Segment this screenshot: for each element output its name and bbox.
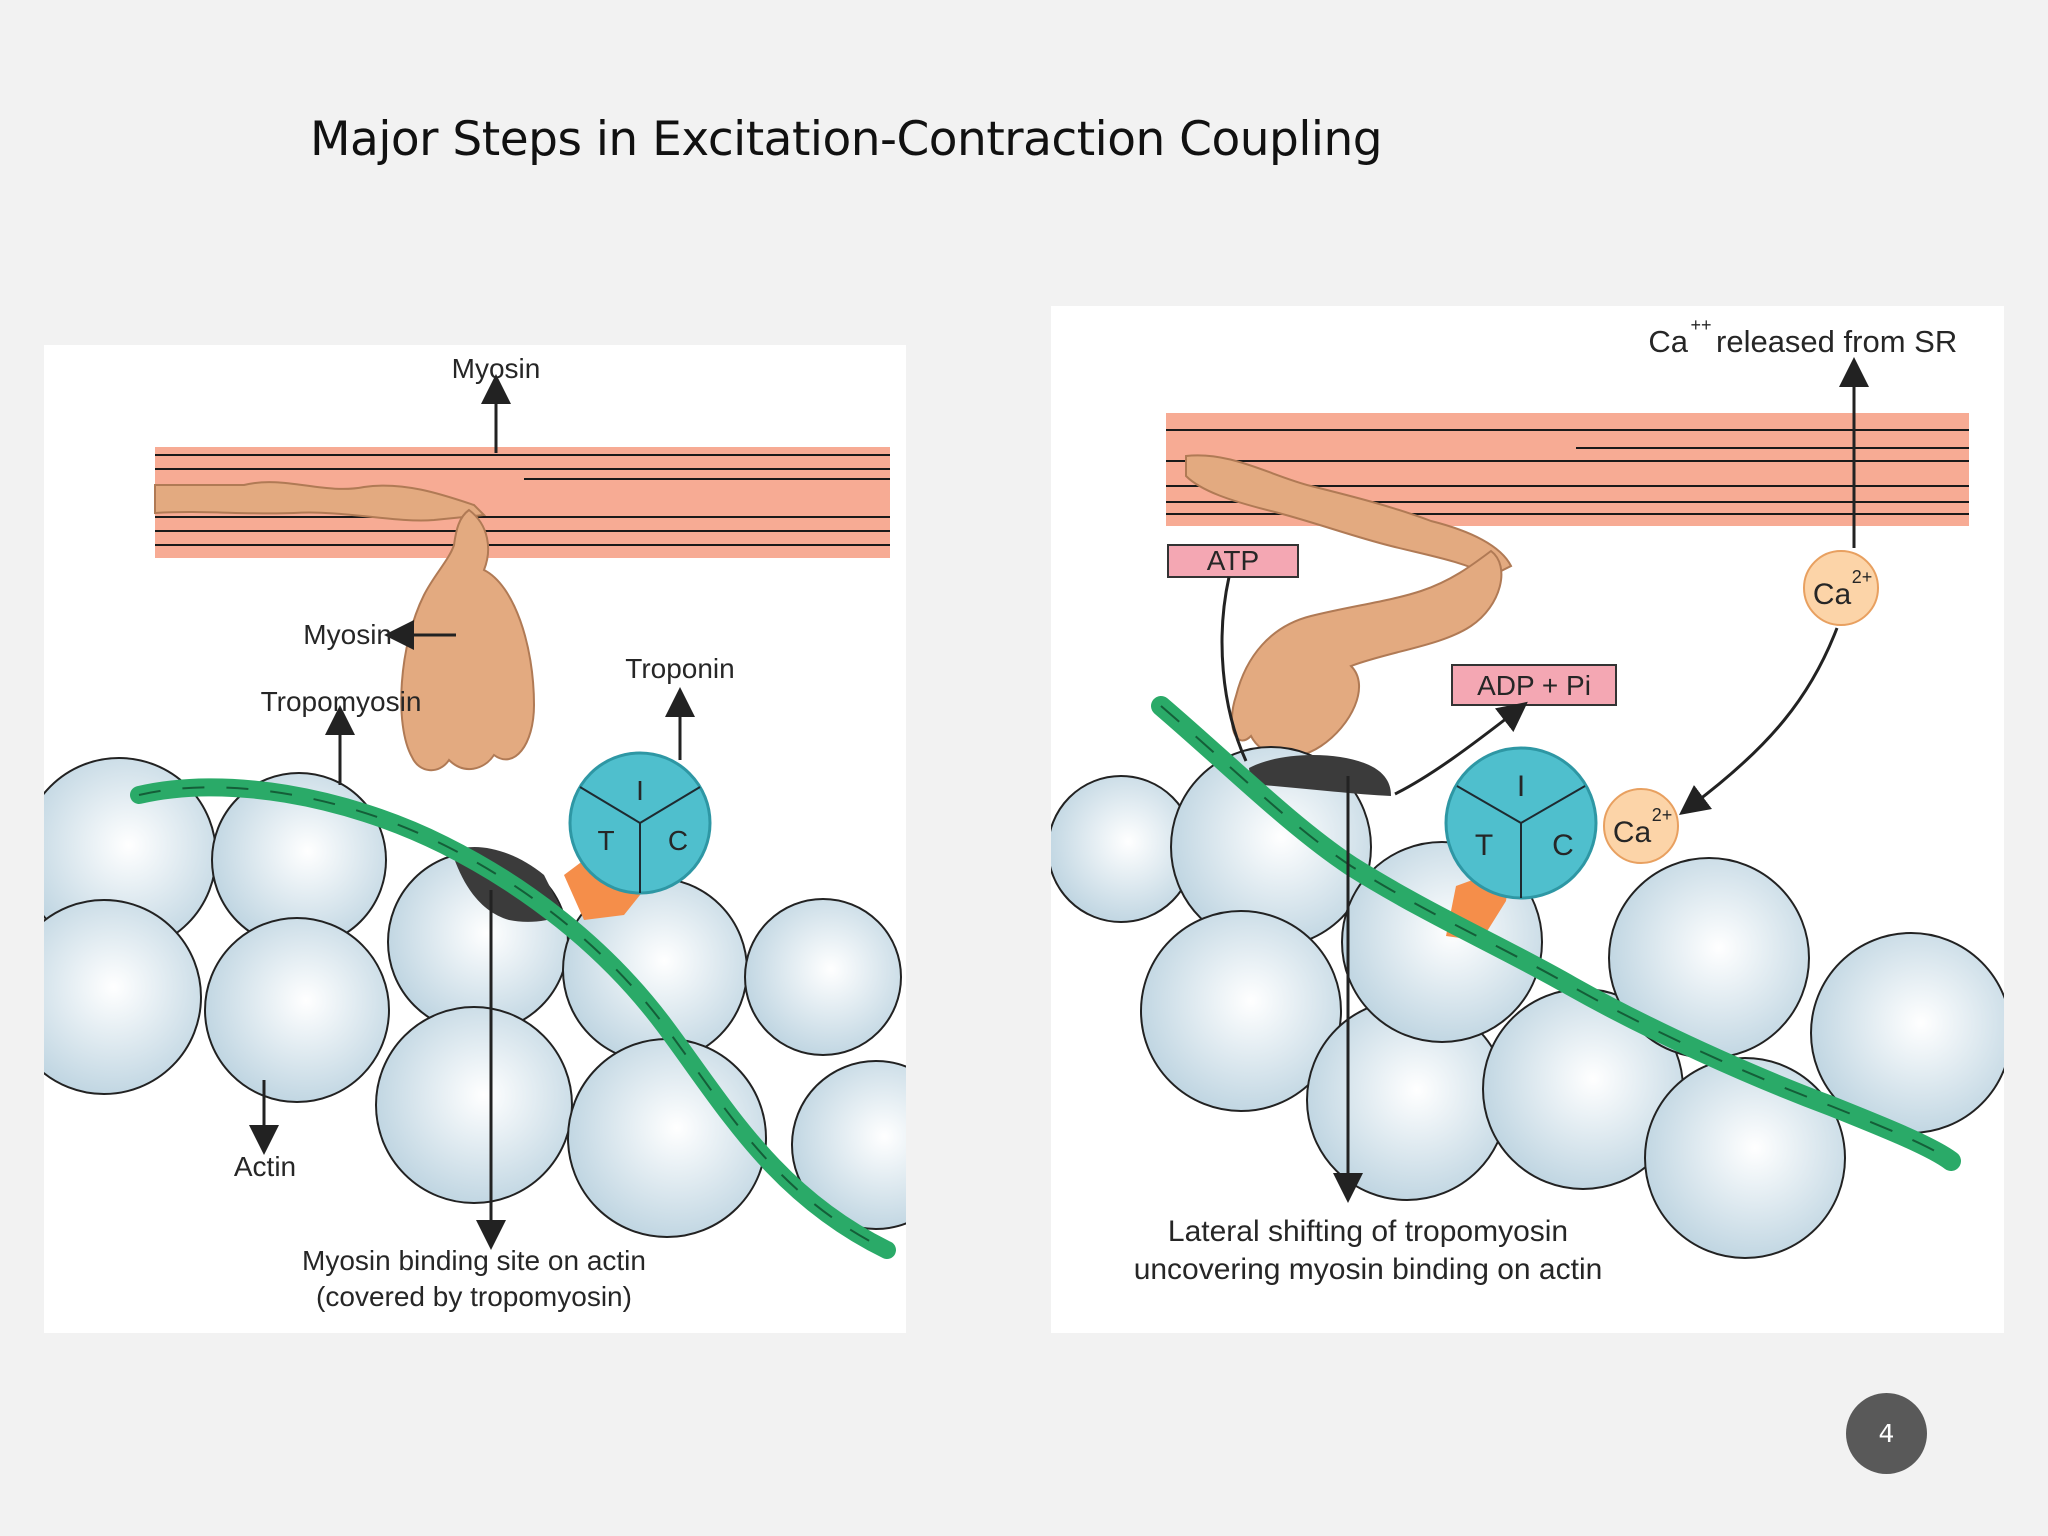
slide-title: Major Steps in Excitation-Contraction Co… xyxy=(310,112,1383,167)
actin-monomer xyxy=(44,899,202,1095)
actin-filament xyxy=(1051,746,2004,1259)
actin-label: Actin xyxy=(234,1151,296,1182)
atp-arrow xyxy=(1220,576,1248,762)
actin-monomer xyxy=(791,1060,906,1230)
myosin-top-label: Myosin xyxy=(452,353,541,384)
adp-pi-label: ADP + Pi xyxy=(1477,670,1591,701)
adp-pi-arrow xyxy=(1394,701,1528,796)
actin-monomer xyxy=(375,1006,573,1204)
calcium-symbol: Ca xyxy=(1613,816,1652,849)
lateral-shift-label-line2: uncovering myosin binding on actin xyxy=(1134,1253,1603,1286)
actin-monomer xyxy=(1140,910,1342,1112)
calcium-symbol: Ca xyxy=(1813,578,1852,611)
lateral-shift-label-line1: Lateral shifting of tropomyosin xyxy=(1168,1215,1568,1248)
tropomyosin-strand xyxy=(1151,696,1961,1171)
tropomyosin-strand xyxy=(130,778,896,1259)
ca-released-symbol: Ca xyxy=(1648,324,1688,359)
troponin-complex: I T C xyxy=(1444,746,1598,900)
atp-box: ATP xyxy=(1167,544,1299,578)
calcium-ion-upper: Ca 2+ xyxy=(1803,550,1879,626)
myosin-head-label: Myosin xyxy=(303,619,392,650)
troponin-c-label: C xyxy=(1552,829,1574,862)
troponin-label: Troponin xyxy=(625,653,734,684)
actin-monomer xyxy=(744,898,902,1056)
myosin-head xyxy=(1185,454,1513,758)
binding-site-label-line1: Myosin binding site on actin xyxy=(302,1245,646,1276)
actin-monomer xyxy=(204,917,390,1103)
page-number-badge: 4 xyxy=(1846,1393,1927,1474)
adp-pi-box: ADP + Pi xyxy=(1451,664,1617,706)
troponin-i-label: I xyxy=(636,775,644,806)
troponin-complex: I T C xyxy=(568,751,712,895)
atp-label: ATP xyxy=(1207,545,1259,576)
diagram-right: I T C ATP ADP + Pi Ca 2+ Ca 2+ Ca ++ rel… xyxy=(1051,315,2004,1286)
calcium-charge: 2+ xyxy=(1652,805,1673,825)
ca-binding-arrow xyxy=(1679,627,1839,816)
actin-monomer xyxy=(1644,1057,1846,1259)
troponin-c-label: C xyxy=(668,825,688,856)
panel-covered-binding-site: I T C Myosin Myosin Troponin Tropomyosin… xyxy=(44,345,906,1333)
troponin-t-label: T xyxy=(597,825,614,856)
ca-released-label: released from SR xyxy=(1716,324,1957,359)
myosin-head xyxy=(400,508,536,772)
ca-released-charge: ++ xyxy=(1690,315,1711,335)
panel-uncovered-binding-site: I T C ATP ADP + Pi Ca 2+ Ca 2+ Ca ++ rel… xyxy=(1051,306,2004,1333)
myosin-thick-filament xyxy=(154,447,890,558)
calcium-charge: 2+ xyxy=(1852,567,1873,587)
actin-filament xyxy=(44,757,906,1238)
diagram-left: I T C Myosin Myosin Troponin Tropomyosin… xyxy=(44,353,906,1312)
actin-monomer xyxy=(567,1038,767,1238)
tropomyosin-label: Tropomyosin xyxy=(261,686,422,717)
binding-site-label-line2: (covered by tropomyosin) xyxy=(316,1281,632,1312)
troponin-t-label: T xyxy=(1475,829,1493,862)
troponin-i-label: I xyxy=(1517,770,1525,803)
calcium-ion-bound: Ca 2+ xyxy=(1603,788,1679,864)
myosin-binding-site xyxy=(1249,754,1391,796)
